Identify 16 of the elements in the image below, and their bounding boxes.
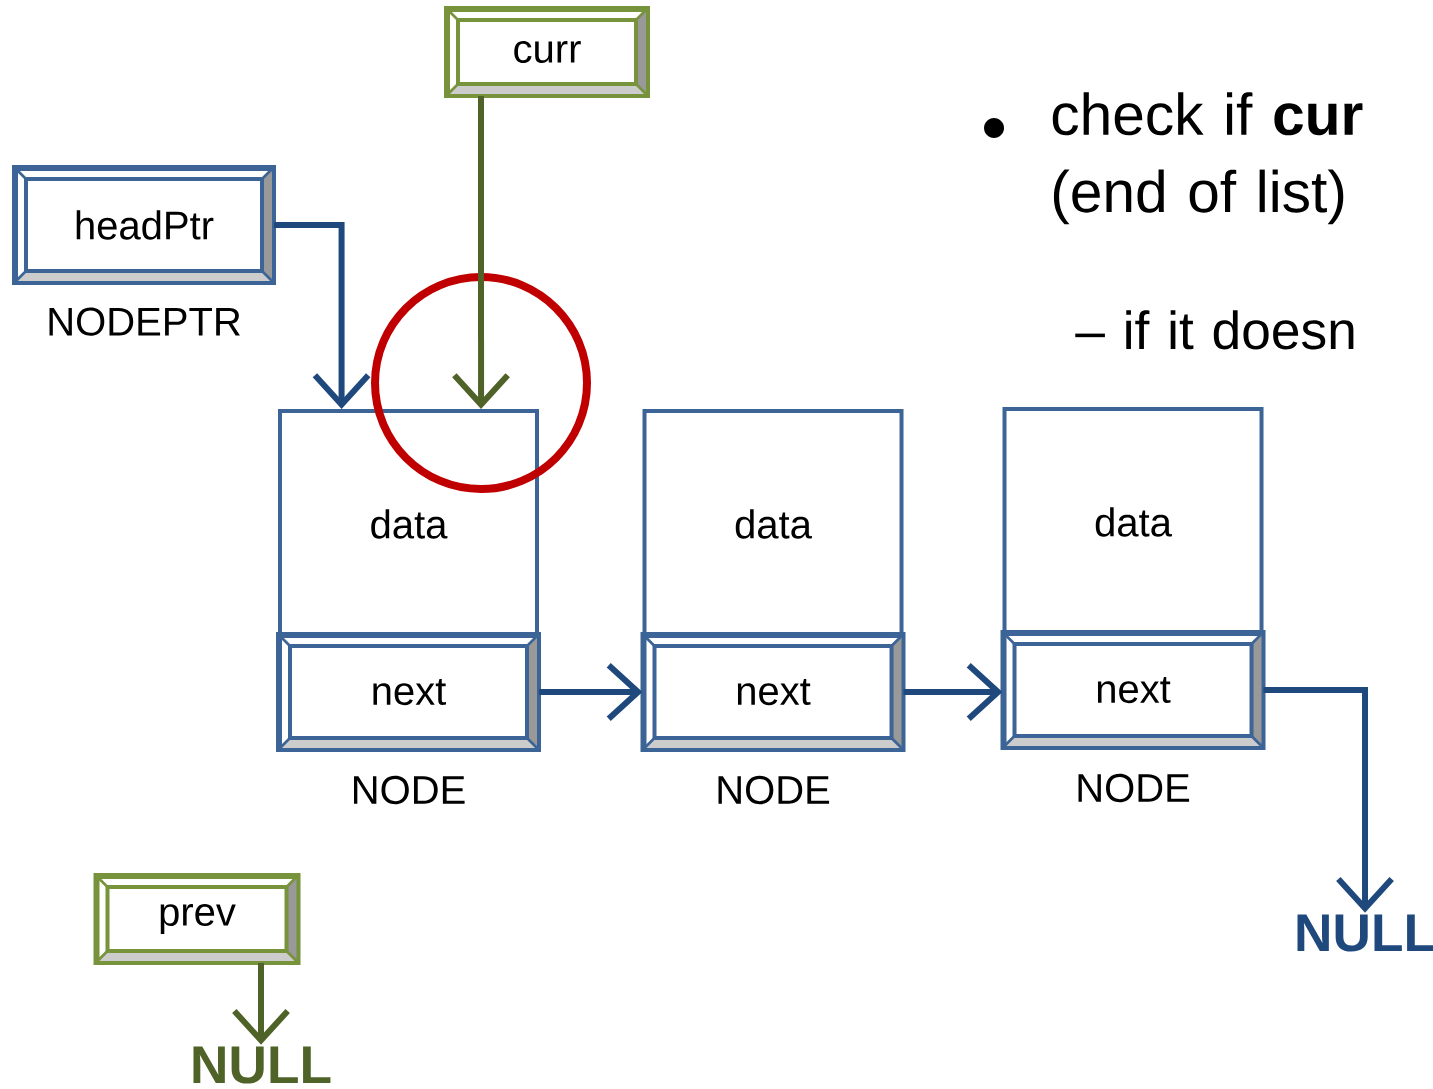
null-text: NULL [193, 1046, 331, 1084]
bullet-text: check if cur (end of list) [1052, 92, 1363, 225]
arrow [452, 96, 510, 409]
pointer-box: next [1000, 630, 1266, 750]
type-caption: NODE [354, 775, 465, 805]
pointer-box: prev [93, 873, 301, 965]
sub-bullet-text: – if it doesn [1075, 310, 1354, 350]
arrow [274, 222, 371, 409]
pointer-box: next [276, 632, 541, 752]
type-caption: NODE [1078, 773, 1190, 803]
pointer-box: next [640, 632, 906, 752]
type-caption: NODE [718, 775, 830, 805]
type-caption: NODEPTR [49, 307, 240, 336]
arrow [1263, 687, 1394, 913]
pointer-box: curr [444, 6, 650, 98]
pointer-box: headPtr [12, 165, 276, 285]
